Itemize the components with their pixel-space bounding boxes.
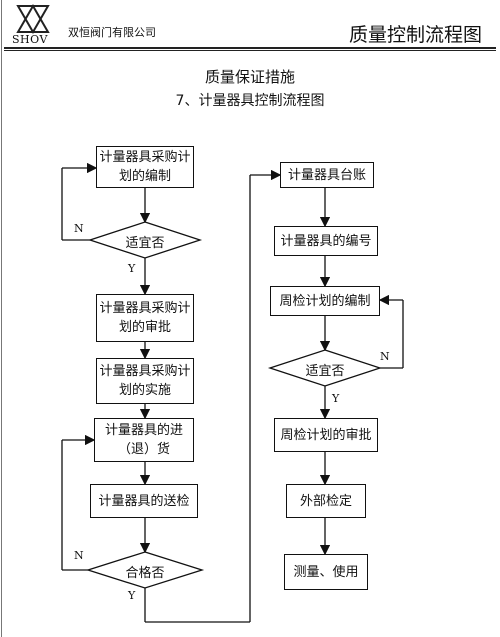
label-yes-2: Y — [128, 589, 136, 602]
box-external-calibration: 外部检定 — [286, 484, 366, 518]
box-procurement-plan-approve: 计量器具采购计划的审批 — [96, 294, 194, 342]
label-yes-1: Y — [128, 262, 136, 275]
box-procurement-plan-compile: 计量器具采购计划的编制 — [96, 146, 194, 188]
box-goods-in-return: 计量器具的进（退）货 — [94, 418, 194, 462]
company-name: 双恒阀门有限公司 — [68, 26, 156, 39]
header-rule-thin — [4, 50, 496, 51]
box-instrument-numbering: 计量器具的编号 — [274, 226, 378, 256]
box-periodic-plan-compile: 周检计划的编制 — [270, 286, 380, 316]
decision-suitable-1: 适宜否 — [125, 236, 165, 251]
page-left-border — [1, 0, 2, 637]
box-send-for-inspection: 计量器具的送检 — [90, 484, 198, 518]
flowchart-title: 7、计量器具控制流程图 — [175, 93, 325, 109]
label-no-1: N — [74, 222, 84, 235]
box-procurement-plan-execute: 计量器具采购计划的实施 — [96, 358, 194, 404]
box-periodic-plan-approve: 周检计划的审批 — [274, 418, 378, 452]
decision-qualified: 合格否 — [125, 566, 165, 581]
decision-suitable-2: 适宜否 — [305, 364, 345, 379]
label-no-2: N — [74, 549, 84, 562]
shov-logo-icon — [16, 4, 50, 35]
box-measure-use: 测量、使用 — [284, 554, 368, 590]
logo-text: SHOV — [12, 33, 48, 46]
label-no-3: N — [380, 350, 390, 363]
label-yes-3: Y — [332, 392, 340, 405]
box-instrument-ledger: 计量器具台账 — [280, 162, 374, 188]
document-title: 质量控制流程图 — [348, 24, 482, 46]
header-rule — [4, 47, 496, 49]
section-title: 质量保证措施 — [204, 68, 295, 86]
